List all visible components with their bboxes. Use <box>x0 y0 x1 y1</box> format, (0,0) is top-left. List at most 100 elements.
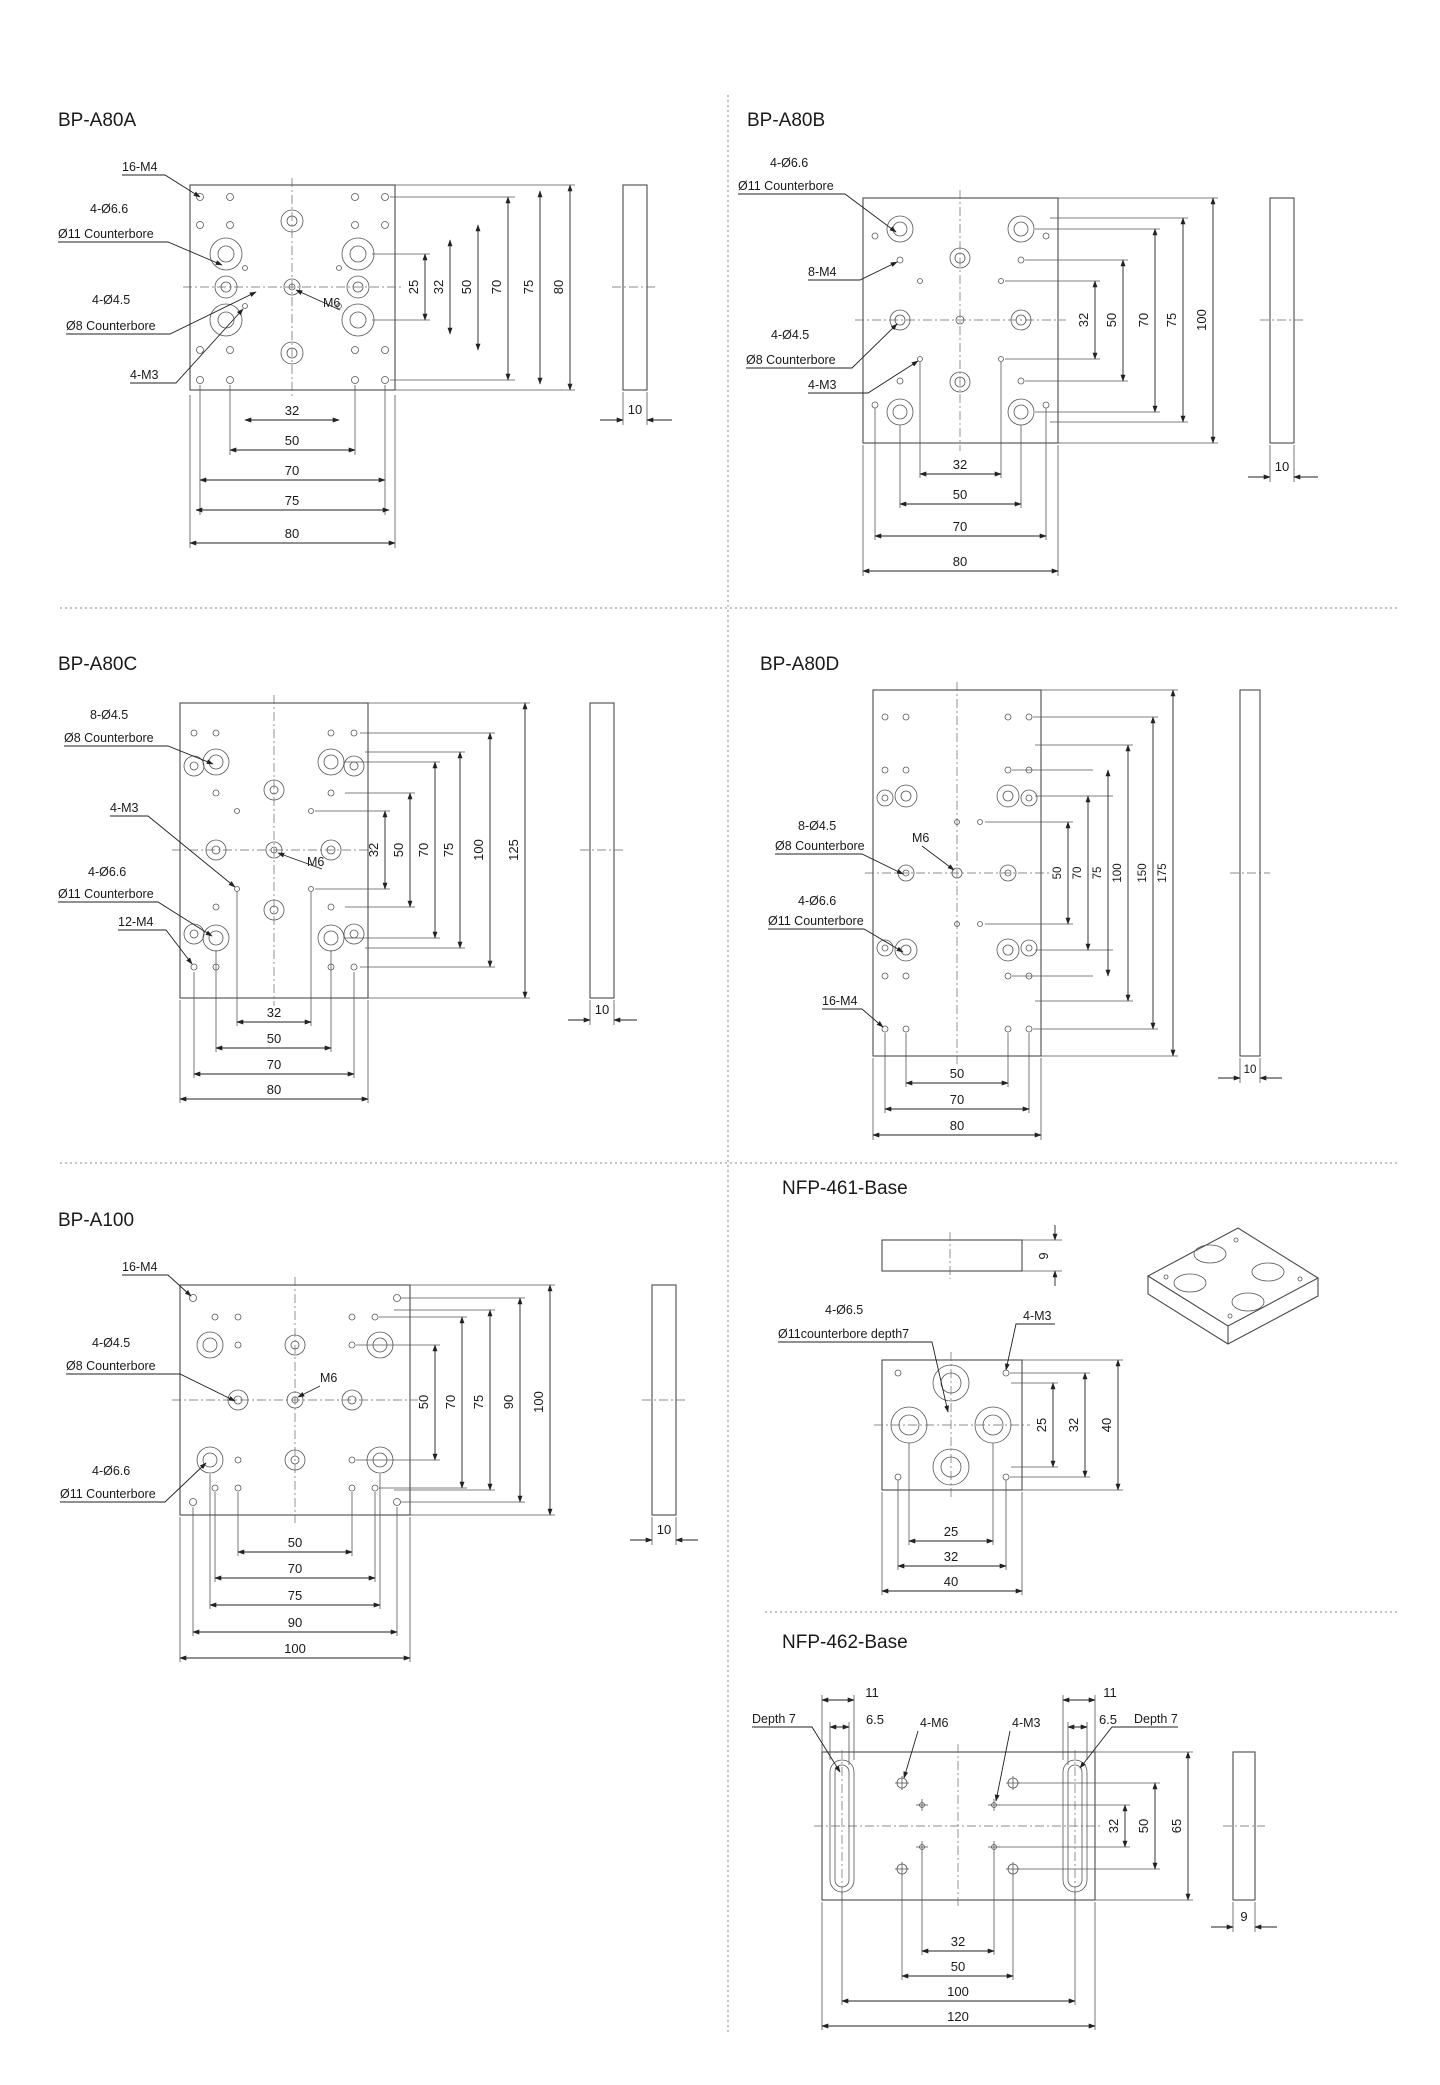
svg-text:75: 75 <box>288 1588 302 1603</box>
hole-pattern <box>196 193 389 384</box>
callout-m6: M6 <box>323 296 340 310</box>
svg-text:75: 75 <box>1164 313 1179 327</box>
svg-text:70: 70 <box>953 519 967 534</box>
panel-nfp-462-base: NFP-462-Base 11 6.5 11 6 <box>752 1632 1277 2030</box>
svg-text:12-M4: 12-M4 <box>118 915 153 929</box>
svg-text:10: 10 <box>1244 1064 1257 1076</box>
svg-text:Ø11 Counterbore: Ø11 Counterbore <box>738 179 834 193</box>
svg-text:Ø11 Counterbore: Ø11 Counterbore <box>768 914 864 928</box>
svg-text:32: 32 <box>953 457 967 472</box>
thickness-dim: 10 <box>628 402 642 417</box>
svg-text:40: 40 <box>1099 1418 1114 1432</box>
svg-text:4-M3: 4-M3 <box>110 801 139 815</box>
svg-text:75: 75 <box>471 1395 486 1409</box>
panel-title: NFP-461-Base <box>782 1178 908 1199</box>
svg-text:4-Ø6.5: 4-Ø6.5 <box>825 1303 863 1317</box>
svg-text:70: 70 <box>443 1395 458 1409</box>
callout-4-m3: 4-M3 <box>130 368 159 382</box>
svg-text:9: 9 <box>1036 1252 1051 1259</box>
svg-text:80: 80 <box>267 1082 281 1097</box>
svg-text:32: 32 <box>944 1549 958 1564</box>
svg-text:25: 25 <box>406 280 421 294</box>
svg-text:50: 50 <box>288 1535 302 1550</box>
svg-text:175: 175 <box>1157 863 1169 882</box>
svg-text:Depth 7: Depth 7 <box>1134 1712 1178 1726</box>
panel-title: BP-A80A <box>58 110 136 131</box>
svg-text:50: 50 <box>1136 1819 1151 1833</box>
svg-text:10: 10 <box>1275 459 1289 474</box>
svg-text:8-M4: 8-M4 <box>808 265 837 279</box>
svg-text:Ø11counterbore depth7: Ø11counterbore depth7 <box>778 1327 909 1341</box>
svg-text:4-Ø4.5: 4-Ø4.5 <box>92 1336 130 1350</box>
svg-text:4-M6: 4-M6 <box>920 1716 949 1730</box>
svg-text:32: 32 <box>1066 1418 1081 1432</box>
svg-text:90: 90 <box>501 1395 516 1409</box>
svg-text:50: 50 <box>416 1395 431 1409</box>
svg-text:4-Ø6.6: 4-Ø6.6 <box>92 1464 130 1478</box>
svg-text:65: 65 <box>1169 1819 1184 1833</box>
panel-title: BP-A80C <box>58 654 137 675</box>
svg-text:70: 70 <box>416 843 431 857</box>
hole-pattern <box>871 215 1050 426</box>
plate-outline <box>189 184 396 391</box>
side-view <box>1269 197 1295 444</box>
svg-text:70: 70 <box>489 280 504 294</box>
svg-text:150: 150 <box>1137 863 1149 882</box>
svg-text:70: 70 <box>288 1561 302 1576</box>
svg-text:4-Ø6.6: 4-Ø6.6 <box>88 865 126 879</box>
svg-text:100: 100 <box>284 1641 306 1656</box>
panel-title: BP-A80B <box>747 110 825 131</box>
panel-bp-a80c: BP-A80C 8-Ø4.5 Ø8 Co <box>58 654 637 1103</box>
callout-counterbore-8: Ø8 Counterbore <box>66 319 156 333</box>
svg-text:10: 10 <box>657 1522 671 1537</box>
svg-text:11: 11 <box>865 1685 879 1700</box>
panel-bp-a80d: BP-A80D 8-Ø4.5 Ø8 Co <box>760 654 1282 1140</box>
svg-text:32: 32 <box>1106 1819 1121 1833</box>
panel-title: BP-A80D <box>760 654 839 675</box>
svg-text:10: 10 <box>595 1002 609 1017</box>
svg-text:Ø11 Counterbore: Ø11 Counterbore <box>58 887 154 901</box>
svg-text:32: 32 <box>267 1005 281 1020</box>
svg-text:50: 50 <box>951 1959 965 1974</box>
svg-text:80: 80 <box>950 1118 964 1133</box>
svg-text:4-M3: 4-M3 <box>808 378 837 392</box>
hole-pattern <box>876 713 1038 1033</box>
svg-text:4-Ø4.5: 4-Ø4.5 <box>771 328 809 342</box>
side-view <box>881 1239 1023 1272</box>
svg-text:125: 125 <box>506 839 521 861</box>
svg-text:40: 40 <box>944 1574 958 1589</box>
isometric-view <box>1146 1227 1320 1345</box>
svg-text:100: 100 <box>531 1391 546 1413</box>
svg-text:32: 32 <box>431 280 446 294</box>
svg-text:75: 75 <box>441 843 456 857</box>
svg-text:4-Ø6.6: 4-Ø6.6 <box>770 156 808 170</box>
svg-text:80: 80 <box>953 554 967 569</box>
svg-text:50: 50 <box>459 280 474 294</box>
svg-text:32: 32 <box>1076 313 1091 327</box>
svg-text:16-M4: 16-M4 <box>122 1260 157 1274</box>
svg-text:M6: M6 <box>320 1371 337 1385</box>
svg-text:4-M3: 4-M3 <box>1012 1716 1041 1730</box>
callout-4-dia45: 4-Ø4.5 <box>92 293 130 307</box>
svg-text:50: 50 <box>953 487 967 502</box>
panel-title: NFP-462-Base <box>782 1632 908 1653</box>
svg-text:25: 25 <box>944 1524 958 1539</box>
svg-text:70: 70 <box>285 463 299 478</box>
svg-text:Ø8 Counterbore: Ø8 Counterbore <box>775 839 865 853</box>
svg-text:75: 75 <box>521 280 536 294</box>
svg-text:4-Ø6.6: 4-Ø6.6 <box>798 894 836 908</box>
svg-text:50: 50 <box>950 1066 964 1081</box>
svg-text:100: 100 <box>947 1984 969 1999</box>
side-view <box>622 184 648 391</box>
svg-text:16-M4: 16-M4 <box>822 994 857 1008</box>
panel-bp-a80a: BP-A80A 16-M4 4-Ø6.6 <box>58 110 672 548</box>
svg-text:80: 80 <box>551 280 566 294</box>
svg-text:8-Ø4.5: 8-Ø4.5 <box>798 819 836 833</box>
svg-text:50: 50 <box>285 433 299 448</box>
panel-title: BP-A100 <box>58 1210 134 1231</box>
svg-text:Depth 7: Depth 7 <box>752 1712 796 1726</box>
svg-text:50: 50 <box>1104 313 1119 327</box>
svg-text:100: 100 <box>1112 863 1124 882</box>
svg-text:70: 70 <box>1136 313 1151 327</box>
svg-text:75: 75 <box>285 493 299 508</box>
